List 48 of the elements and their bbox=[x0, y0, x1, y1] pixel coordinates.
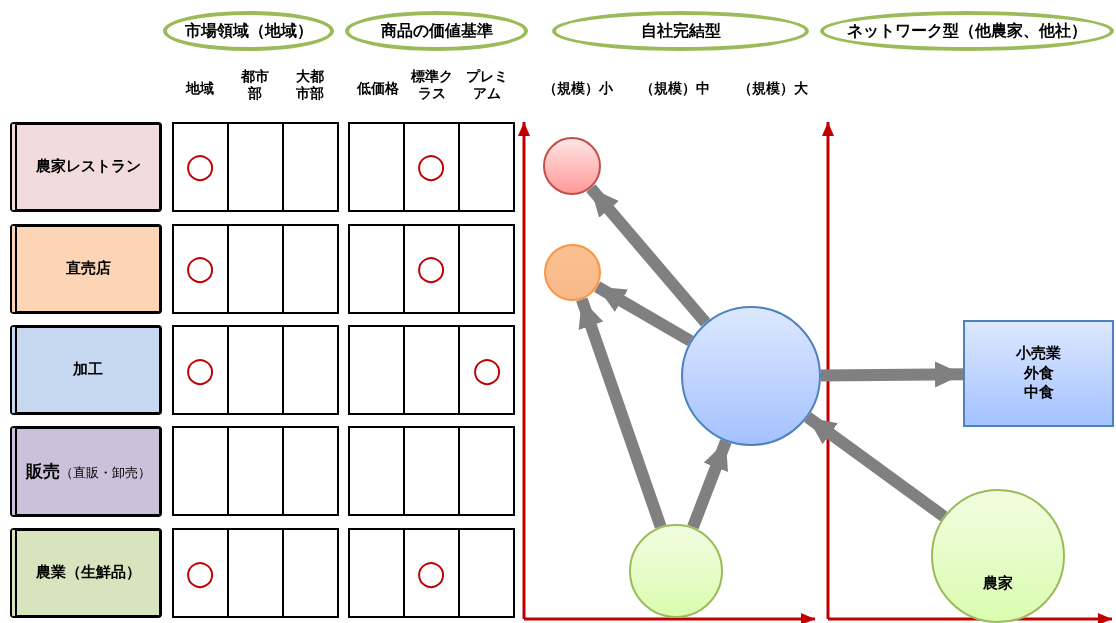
node-label: 農家 bbox=[983, 573, 1013, 593]
bubble bbox=[544, 244, 601, 301]
column-header: 都市部 bbox=[240, 68, 270, 102]
node-label: 加工 bbox=[73, 360, 103, 380]
check-mark: ○ bbox=[184, 352, 216, 386]
heading-text: 商品の価値基準 bbox=[380, 20, 493, 42]
scroll-banner bbox=[10, 325, 162, 415]
arrow bbox=[804, 412, 948, 522]
column-header: 低価格 bbox=[356, 80, 400, 97]
check-mark: ○ bbox=[471, 352, 503, 386]
heading-ellipse bbox=[163, 11, 334, 51]
node-label: 外食 bbox=[1023, 363, 1054, 384]
heading-text: ネットワーク型（他農家、他社） bbox=[847, 20, 1087, 42]
check-mark: ○ bbox=[415, 148, 447, 182]
node-label: 販売（直販・卸売） bbox=[25, 460, 151, 483]
node-label: 小売業 bbox=[1016, 344, 1061, 364]
node-label: 農家レストラン bbox=[35, 157, 141, 177]
check-mark: ○ bbox=[415, 250, 447, 284]
column-header: 地域 bbox=[184, 80, 215, 97]
column-header: （規模）中 bbox=[639, 80, 711, 97]
scroll-banner bbox=[10, 122, 162, 212]
target-box bbox=[963, 320, 1114, 427]
column-header: 大都市部 bbox=[295, 68, 325, 102]
scroll-banner bbox=[10, 224, 162, 314]
check-mark: ○ bbox=[184, 250, 216, 284]
column-header: 標準クラス bbox=[410, 68, 454, 102]
column-header: （規模）大 bbox=[737, 80, 809, 97]
scroll-banner bbox=[10, 426, 162, 517]
heading-text: 市場領域（地域） bbox=[184, 20, 313, 42]
node-label: 農業（生鮮品） bbox=[35, 563, 141, 583]
heading-ellipse bbox=[345, 11, 528, 51]
heading-ellipse bbox=[820, 11, 1114, 51]
node-label: 直売店 bbox=[65, 259, 111, 279]
column-header: プレミアム bbox=[465, 68, 509, 102]
arrow bbox=[687, 439, 732, 530]
heading-ellipse bbox=[552, 11, 809, 51]
arrow bbox=[820, 361, 964, 388]
arrow bbox=[576, 297, 667, 529]
check-mark: ○ bbox=[184, 148, 216, 182]
bubble bbox=[543, 137, 601, 195]
node-label: 中食 bbox=[1023, 383, 1054, 403]
heading-text: 自社完結型 bbox=[640, 20, 721, 42]
check-mark: ○ bbox=[184, 555, 216, 589]
arrow bbox=[586, 184, 711, 327]
column-header: （規模）小 bbox=[542, 80, 614, 97]
scroll-banner bbox=[10, 528, 162, 618]
arrow bbox=[594, 281, 694, 347]
check-mark: ○ bbox=[415, 555, 447, 589]
